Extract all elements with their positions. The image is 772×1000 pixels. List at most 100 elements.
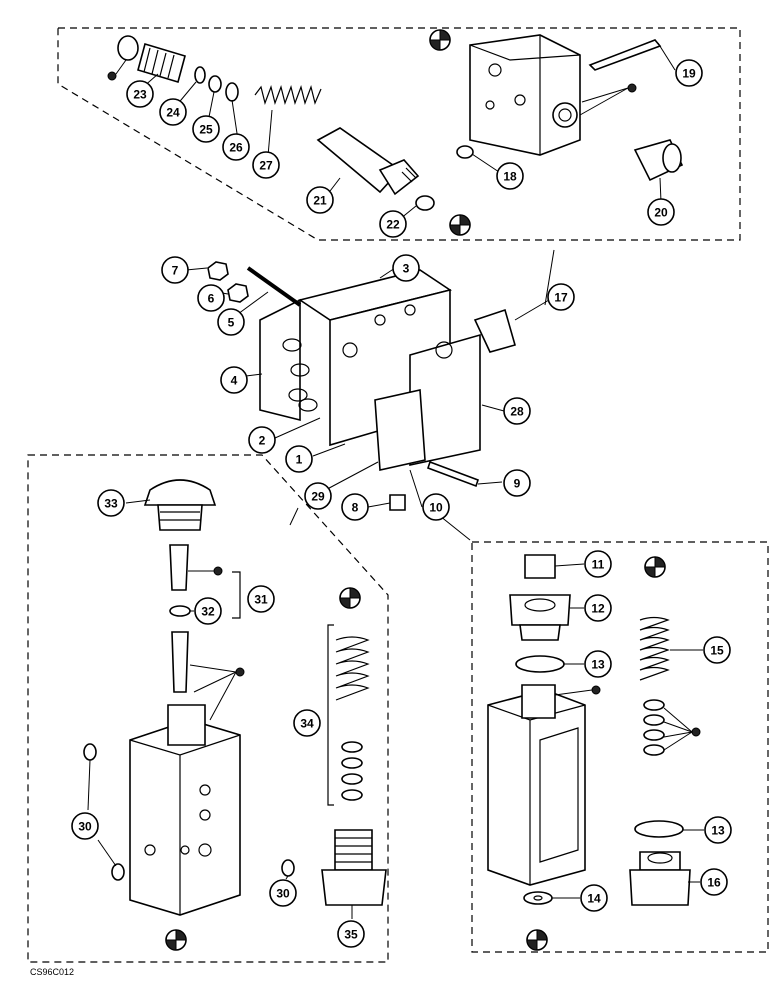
callout-c6: 6 bbox=[197, 284, 225, 312]
callout-label: 25 bbox=[199, 123, 213, 137]
leader-lines bbox=[87, 42, 704, 919]
part-13-o-ring bbox=[634, 820, 684, 838]
callout-c30a: 30 bbox=[71, 812, 99, 840]
callout-label: 4 bbox=[231, 374, 238, 388]
callout-c4: 4 bbox=[220, 366, 248, 394]
callout-circle bbox=[269, 879, 297, 907]
part-12-nut bbox=[509, 594, 571, 641]
part-11-plug bbox=[524, 554, 556, 579]
callout-circle bbox=[217, 308, 245, 336]
reference-target-symbol bbox=[449, 214, 471, 236]
callout-c18: 18 bbox=[496, 162, 524, 190]
callout-c32: 32 bbox=[194, 597, 222, 625]
callout-c27: 27 bbox=[252, 151, 280, 179]
drawing-reference-code: CS96C012 bbox=[30, 967, 74, 977]
callout-circle bbox=[197, 284, 225, 312]
part-14-disc bbox=[523, 891, 553, 905]
callout-circle bbox=[194, 597, 222, 625]
callout-circle bbox=[71, 812, 99, 840]
callout-circle bbox=[248, 426, 276, 454]
callout-label: 8 bbox=[352, 501, 359, 515]
callout-label: 18 bbox=[503, 170, 517, 184]
callout-label: 22 bbox=[386, 218, 400, 232]
part-31-pin-assembly bbox=[169, 544, 241, 619]
callout-circle bbox=[700, 868, 728, 896]
callout-c24: 24 bbox=[159, 98, 187, 126]
callout-label: 34 bbox=[300, 717, 314, 731]
part-34-spring-kit bbox=[327, 624, 370, 806]
callout-label: 6 bbox=[208, 292, 215, 306]
callout-label: 24 bbox=[166, 106, 180, 120]
callout-label: 15 bbox=[710, 644, 724, 658]
lower-right-detail-boundary bbox=[471, 541, 769, 953]
part-23-plug bbox=[107, 35, 186, 84]
part-30-o-ring bbox=[111, 863, 125, 881]
part-26-ring bbox=[225, 82, 239, 102]
callout-c26: 26 bbox=[222, 133, 250, 161]
callout-c1: 1 bbox=[285, 445, 313, 473]
callout-circle bbox=[159, 98, 187, 126]
callout-c2: 2 bbox=[248, 426, 276, 454]
callout-circle bbox=[584, 550, 612, 578]
callout-label: 30 bbox=[78, 820, 92, 834]
callout-c19: 19 bbox=[675, 59, 703, 87]
callout-label: 32 bbox=[201, 605, 215, 619]
callout-c33: 33 bbox=[97, 489, 125, 517]
plunger bbox=[171, 631, 189, 693]
callout-label: 21 bbox=[313, 194, 327, 208]
part-30-o-ring bbox=[83, 743, 97, 761]
valve-section-body bbox=[469, 34, 637, 156]
callout-c8: 8 bbox=[341, 493, 369, 521]
callout-label: 35 bbox=[344, 928, 358, 942]
callout-circle bbox=[703, 636, 731, 664]
callout-label: 10 bbox=[429, 501, 443, 515]
callout-circle bbox=[675, 59, 703, 87]
callout-label: 9 bbox=[514, 477, 521, 491]
callout-circle bbox=[97, 489, 125, 517]
relief-valve-block bbox=[129, 704, 241, 916]
callout-label: 11 bbox=[592, 558, 605, 572]
callout-label: 17 bbox=[554, 291, 568, 305]
callout-circle bbox=[161, 256, 189, 284]
reference-target-symbol bbox=[526, 929, 548, 951]
indicator-dot bbox=[235, 667, 245, 677]
callout-circle bbox=[503, 397, 531, 425]
callout-c30b: 30 bbox=[269, 879, 297, 907]
callout-c13a: 13 bbox=[584, 650, 612, 678]
part-22-ring bbox=[415, 195, 435, 211]
callout-c34: 34 bbox=[293, 709, 321, 737]
callout-circle bbox=[306, 186, 334, 214]
callout-label: 26 bbox=[229, 141, 243, 155]
callout-circle bbox=[192, 115, 220, 143]
callout-label: 13 bbox=[711, 824, 725, 838]
callout-c25: 25 bbox=[192, 115, 220, 143]
callout-label: 5 bbox=[228, 316, 235, 330]
callout-label: 23 bbox=[133, 88, 147, 102]
callout-c28: 28 bbox=[503, 397, 531, 425]
callout-circle bbox=[547, 283, 575, 311]
callout-circle bbox=[337, 920, 365, 948]
part-7-nut bbox=[207, 261, 229, 281]
lower-left-detail-boundary bbox=[27, 454, 389, 963]
callout-c10: 10 bbox=[422, 493, 450, 521]
reference-target-symbol bbox=[644, 556, 666, 578]
callout-label: 16 bbox=[707, 876, 721, 890]
part-33-cap bbox=[143, 479, 217, 531]
callout-circle bbox=[304, 482, 332, 510]
part-30-o-ring bbox=[281, 859, 295, 877]
callout-label: 7 bbox=[172, 264, 179, 278]
callout-label: 14 bbox=[587, 892, 601, 906]
callout-circle bbox=[247, 585, 275, 613]
callout-circle bbox=[422, 493, 450, 521]
callout-c12: 12 bbox=[584, 594, 612, 622]
callout-label: 28 bbox=[510, 405, 524, 419]
callout-circle bbox=[584, 650, 612, 678]
part-19-bolt bbox=[588, 39, 662, 71]
part-20-plug bbox=[633, 139, 684, 182]
callout-c29: 29 bbox=[304, 482, 332, 510]
callout-label: 29 bbox=[311, 490, 325, 504]
part-16-fitting bbox=[629, 851, 691, 906]
part-25-ring bbox=[208, 75, 222, 93]
callout-c5: 5 bbox=[217, 308, 245, 336]
